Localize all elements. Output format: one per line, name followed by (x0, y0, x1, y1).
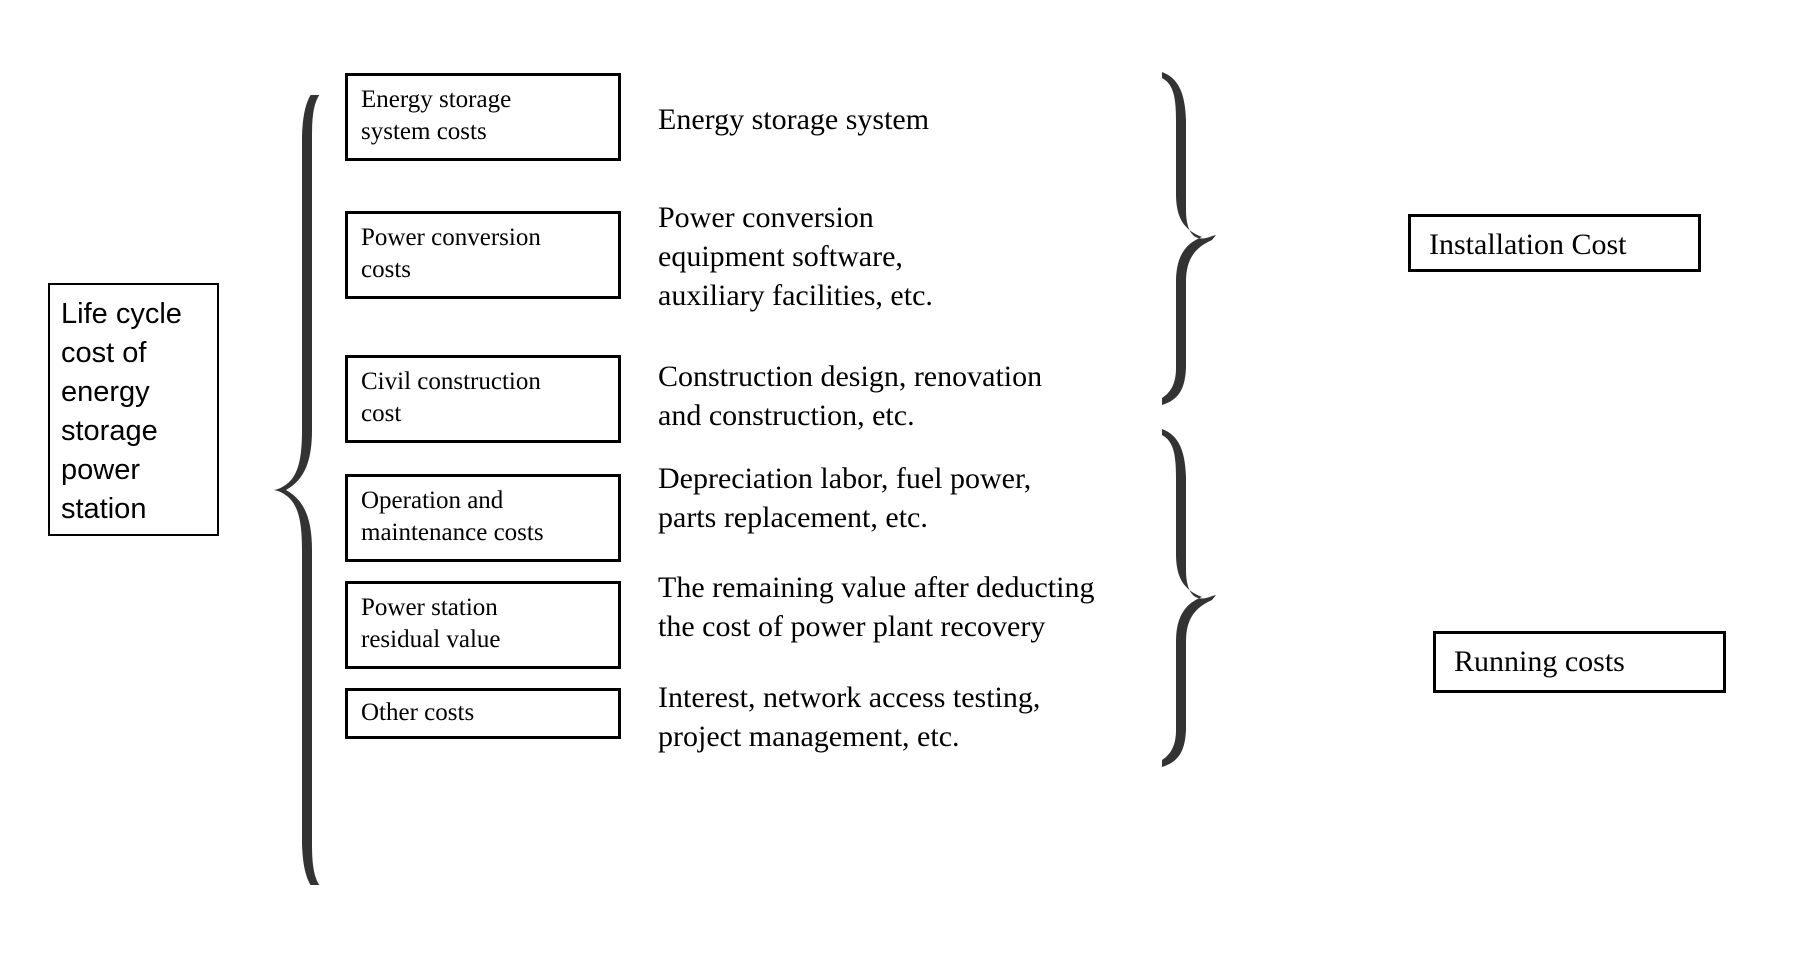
right-brace-installation-cost (1158, 68, 1218, 408)
description-other-costs: Interest, network access testing, projec… (658, 681, 1041, 753)
description-operation-maintenance: Depreciation labor, fuel power, parts re… (658, 462, 1032, 534)
group-box-running-costs: Running costs (1433, 631, 1726, 693)
component-box-energy-storage-system-costs: Energy storage system costs (345, 73, 621, 161)
component-box-power-station-residual-value: Power station residual value (345, 581, 621, 669)
description-power-conversion: Power conversion equipment software, aux… (658, 201, 933, 312)
description-civil-construction: Construction design, renovation and cons… (658, 360, 1043, 432)
description-residual-value: The remaining value after deducting the … (658, 571, 1095, 643)
component-box-other-costs: Other costs (345, 688, 621, 739)
description-energy-storage-system: Energy storage system (658, 103, 930, 136)
right-brace-running-costs (1158, 425, 1218, 770)
component-box-civil-construction-cost: Civil construction cost (345, 355, 621, 443)
group-box-installation-cost: Installation Cost (1408, 214, 1701, 272)
left-brace (272, 95, 328, 885)
component-box-operation-and-maintenance-costs: Operation and maintenance costs (345, 474, 621, 562)
root-node-life-cycle-cost: Life cycle cost of energy storage power … (48, 283, 219, 536)
component-box-power-conversion-costs: Power conversion costs (345, 211, 621, 299)
